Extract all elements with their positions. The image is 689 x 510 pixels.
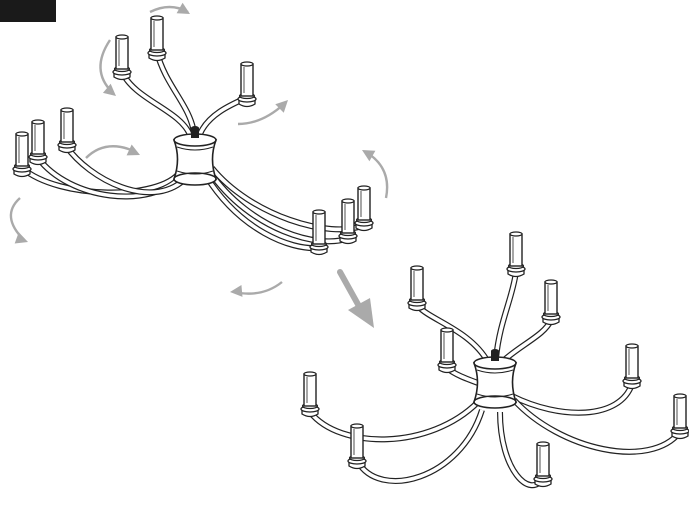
candle-holder	[533, 441, 553, 488]
center-hub	[472, 349, 518, 409]
candle-holder	[147, 15, 167, 62]
step-arrow-shaft	[337, 269, 363, 311]
arm	[499, 318, 554, 365]
rotate-arrow	[230, 281, 283, 297]
candle-holder	[407, 265, 427, 312]
chandelier-folded	[12, 15, 374, 256]
arm	[510, 382, 635, 416]
rotate-arrow	[9, 197, 28, 244]
rotate-arrow	[85, 144, 140, 159]
arm	[203, 174, 319, 252]
arm	[355, 409, 485, 484]
candle-holder	[309, 209, 329, 256]
corner-tab	[0, 0, 56, 22]
candle-holder	[57, 107, 77, 154]
candle-holder	[347, 423, 367, 470]
candle-holder	[541, 279, 561, 326]
candle-holder	[237, 61, 257, 108]
candle-holder	[300, 371, 320, 418]
arm	[154, 51, 197, 134]
candle-holder	[12, 131, 32, 178]
arm	[493, 271, 519, 359]
candle-holder	[622, 343, 642, 390]
candle-holder	[506, 231, 526, 278]
rotate-arm-arrows	[9, 2, 389, 297]
rotate-arrow	[362, 150, 389, 199]
step-arrow-head	[348, 298, 374, 328]
candle-holder	[437, 327, 457, 374]
rotate-arrow	[237, 100, 288, 126]
step-arrow	[337, 269, 374, 328]
arm	[119, 70, 193, 137]
candle-holder	[670, 393, 689, 440]
arm	[511, 397, 683, 455]
candle-holder	[28, 119, 48, 166]
candle-holder	[112, 34, 132, 81]
chandelier-spread	[300, 231, 689, 489]
arm	[207, 170, 350, 245]
rotate-arrow	[149, 2, 190, 15]
candle-holder	[338, 198, 358, 245]
arm	[415, 303, 491, 364]
candle-holder	[354, 185, 374, 232]
rotate-arrow	[99, 39, 116, 96]
arm	[307, 399, 481, 443]
center-hub	[172, 126, 218, 186]
arm	[63, 144, 186, 196]
